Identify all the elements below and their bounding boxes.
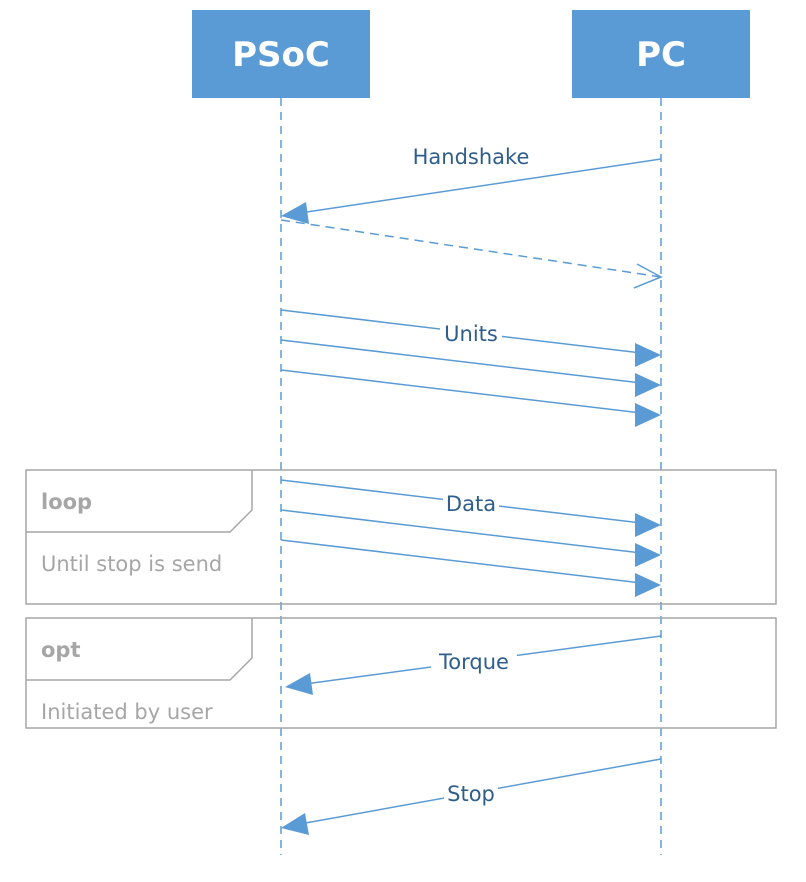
message-stop-label: Stop [447, 782, 495, 806]
message-data-2-line [280, 509, 642, 554]
arrowhead-icon [635, 513, 661, 537]
arrowhead-icon [285, 673, 313, 695]
message-units-2 [280, 339, 661, 397]
frame-opt-border [25, 617, 777, 729]
message-data-2 [280, 509, 661, 567]
message-units-label: Units [444, 322, 498, 346]
message-units-3 [280, 369, 661, 427]
arrowhead-icon [281, 813, 309, 835]
label-halo [440, 320, 502, 346]
label-halo [431, 648, 517, 674]
frame-loop-border [25, 469, 777, 605]
participant-psoc-box [192, 10, 370, 98]
frame-loop-tab [26, 470, 253, 533]
message-units-2-line [280, 339, 642, 384]
arrowhead-icon [635, 543, 661, 567]
frame-loop: loop Until stop is send [25, 469, 777, 605]
arrowhead-icon [635, 343, 661, 367]
arrowhead-icon [635, 573, 661, 597]
frame-opt-keyword: opt [41, 638, 81, 662]
message-data-3-line [280, 539, 642, 584]
message-handshake-reply [280, 219, 663, 289]
message-units-3-line [280, 369, 642, 414]
message-handshake [281, 158, 662, 224]
frame-opt-tab [26, 618, 253, 681]
open-arrowhead-icon [633, 263, 663, 289]
message-handshake-reply-line [280, 219, 662, 278]
message-handshake-label: Handshake [413, 145, 530, 169]
message-data-label: Data [446, 492, 496, 516]
message-handshake-line [299, 158, 662, 214]
frame-loop-guard: Until stop is send [41, 552, 222, 576]
participant-psoc: PSoC [192, 10, 370, 98]
arrowhead-icon [635, 403, 661, 427]
participant-pc-label: PC [636, 35, 686, 75]
participant-pc: PC [572, 10, 750, 98]
frame-loop-keyword: loop [41, 490, 92, 514]
label-halo [444, 780, 498, 806]
participant-pc-box [572, 10, 750, 98]
frame-opt: opt Initiated by user [25, 617, 777, 729]
participant-psoc-label: PSoC [232, 35, 330, 75]
arrowhead-icon [635, 373, 661, 397]
arrowhead-icon [281, 202, 309, 224]
message-data-3 [280, 539, 661, 597]
label-halo [443, 490, 499, 516]
frame-opt-guard: Initiated by user [41, 700, 213, 724]
message-torque-label: Torque [438, 650, 509, 674]
